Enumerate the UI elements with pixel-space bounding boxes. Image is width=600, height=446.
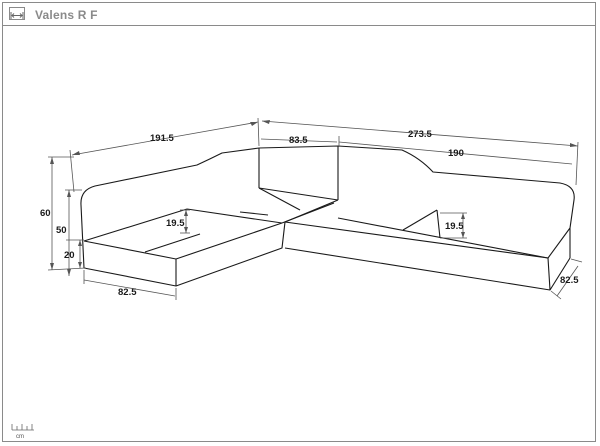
arrow-60-bottom [50,263,54,270]
extline-82-5-right-a [550,290,562,300]
arrow-19r-bottom [461,232,465,238]
label-right-bed-length: 190 [448,148,464,159]
scale-unit-label: cm [16,434,24,440]
product-title: Valens R F [35,8,98,22]
arrow-19l-bottom [184,227,188,233]
left-storage-top [83,208,188,242]
extline-273-5-b [575,141,579,186]
label-backrest-height: 50 [56,225,67,236]
left-storage-divider [186,208,283,224]
dimline-82-5-right [556,265,579,297]
arrow-50-bottom [67,269,71,276]
arrow-50-top [67,190,71,197]
back-top-line [258,145,575,229]
right-storage-box [402,209,438,231]
right-storage-floor [436,209,441,239]
arrow-20-top [78,240,82,246]
label-depth-right: 82.5 [560,275,579,286]
dimline-273-5 [261,120,579,147]
label-left-length: 191.5 [150,133,174,144]
dimline-190 [338,141,573,165]
width-arrows-icon [9,7,25,20]
arrow-20-bottom [78,262,82,268]
right-base-right-side [547,227,571,259]
label-depth-left: 82.5 [118,287,137,298]
dimension-labels: 191.5 273.5 83.5 190 60 50 20 19.5 19.5 … [40,129,579,298]
corner-joint-1 [281,202,335,224]
left-base-front [83,221,286,287]
extline-191-5-a [69,149,75,193]
left-base-side-top [175,222,283,260]
dimline-191-5 [71,121,259,156]
arrow-60-top [50,157,54,164]
drawing-frame [2,2,596,442]
arrow-273-left [262,120,270,124]
label-total-height: 60 [40,208,51,219]
sofa-outline [80,145,575,291]
corner-joint-2 [258,187,301,211]
left-back-bottom [258,187,339,201]
left-base-top [83,240,177,260]
dimension-lines [47,117,583,300]
right-base-bottom-right [549,257,571,291]
dimline-82-5-left [83,279,176,297]
extline-82-5-right-b [570,258,583,263]
label-total-length: 273.5 [408,129,432,140]
left-storage-floor [144,233,201,253]
arrow-19r-top [461,213,465,219]
arrow-273-right [570,143,578,147]
label-frame-height: 20 [64,250,75,261]
dimline-83-5 [260,138,338,143]
dimension-arrows [50,120,578,276]
right-base-front [284,221,551,291]
extline-191-5-b [257,117,260,147]
left-backrest [80,147,260,269]
label-storage-depth-left: 19.5 [166,218,185,229]
arrow-191-right [250,122,258,126]
header-bar: Valens R F [2,2,596,26]
arrow-19l-top [184,210,188,216]
arrow-191-left [72,151,80,155]
left-storage-inner [239,211,269,216]
label-corner-width: 83.5 [289,135,308,146]
label-storage-depth-right: 19.5 [445,221,464,232]
ruler-icon [11,424,34,431]
